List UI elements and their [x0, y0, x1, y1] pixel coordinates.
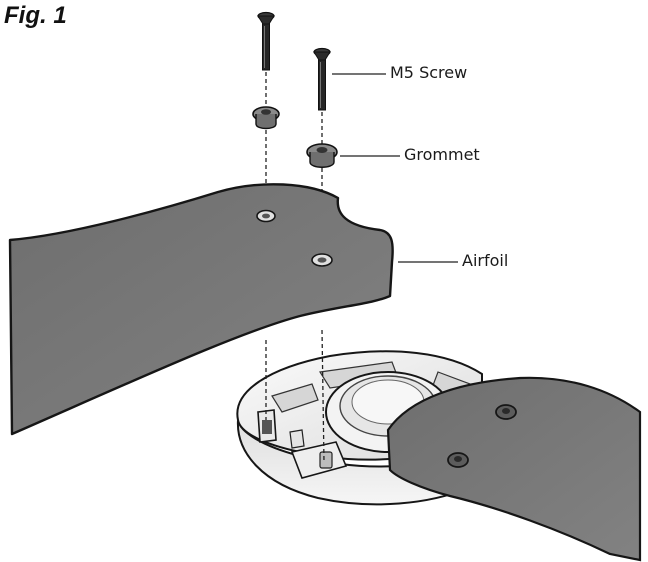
m5-screw-right — [313, 47, 331, 111]
label-airfoil: Airfoil — [462, 251, 509, 270]
mounting-post-right — [289, 429, 348, 479]
m5-screw-left — [257, 11, 275, 71]
airfoil-blade — [8, 183, 394, 436]
callout-leaders — [332, 73, 458, 263]
label-grommet: Grommet — [404, 145, 480, 164]
mounting-post-left — [257, 409, 277, 443]
label-m5-screw: M5 Screw — [390, 63, 468, 82]
grommet-right — [306, 143, 338, 168]
grommet-left — [252, 106, 280, 130]
figure-title: Fig. 1 — [4, 2, 67, 29]
second-blade — [386, 376, 642, 562]
